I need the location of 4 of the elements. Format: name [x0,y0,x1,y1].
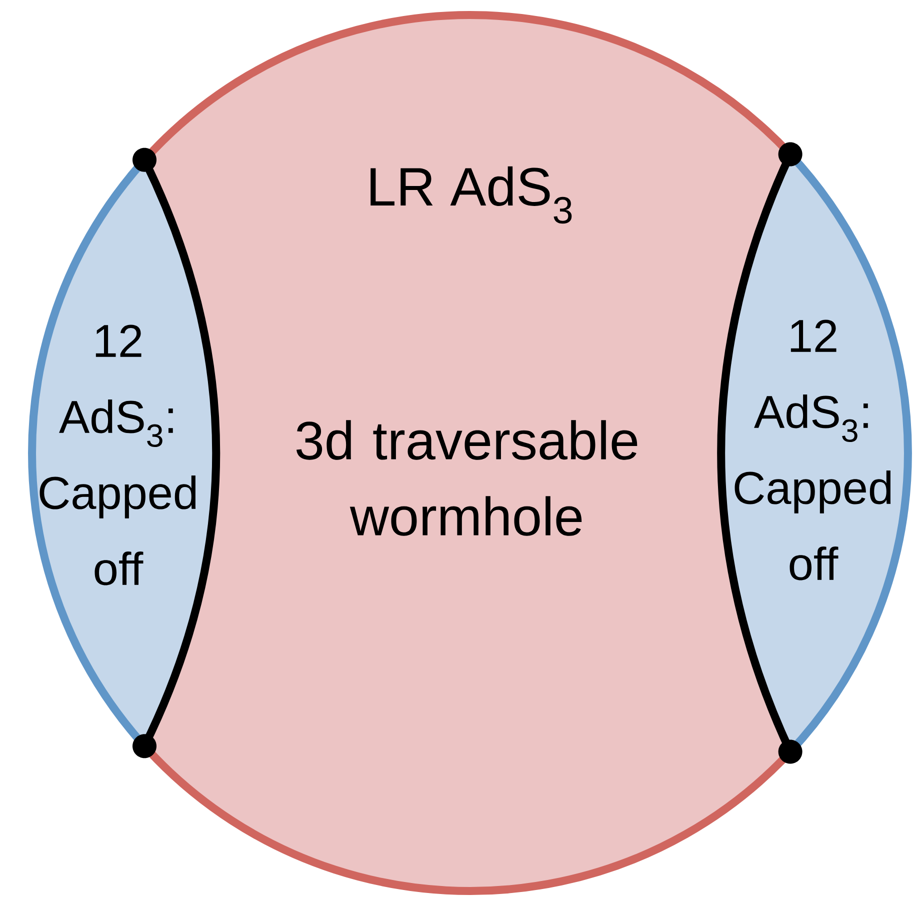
region-label: 3d traversable wormhole [296,420,638,536]
capped-region: 12 AdS$_{3}$: Capped off [717,142,912,764]
capped-region: 12 AdS$_{3}$: Capped off [28,148,220,758]
region-label: LR AdS$_{3}$ [370,166,572,224]
